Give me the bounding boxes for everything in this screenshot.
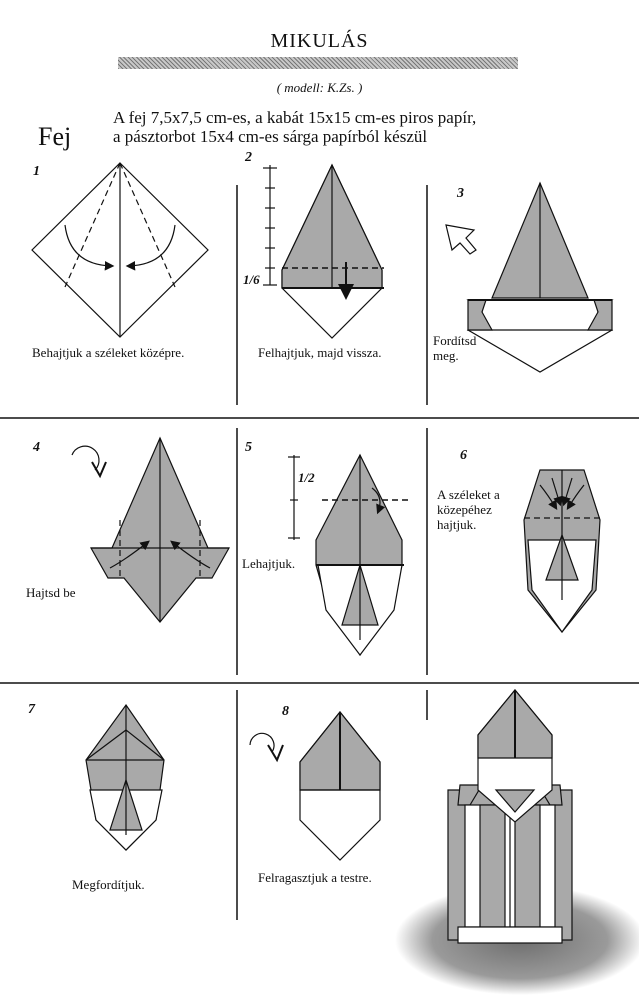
step-3-number: 3 (457, 186, 464, 201)
step-2-number: 2 (245, 150, 252, 165)
title-underline-bar (118, 57, 518, 69)
step-8-number: 8 (282, 704, 289, 719)
step-5-fraction: 1/2 (298, 470, 315, 485)
step-4-diagram (71, 436, 231, 623)
step-5-diagram (288, 453, 410, 657)
step-7-diagram (85, 703, 165, 851)
step-8-diagram (249, 711, 381, 861)
step-4-caption: Hajtsd be (26, 585, 76, 600)
step-7-number: 7 (28, 702, 35, 717)
step-3-diagram (445, 181, 614, 373)
rotate-arrow-icon (249, 732, 275, 753)
step-2-fraction: 1/6 (243, 272, 260, 287)
step-4-number: 4 (33, 440, 40, 455)
step-6-caption: A széleket a közepéhez hajtjuk. (437, 487, 500, 532)
step-2-caption: Felhajtjuk, majd vissza. (258, 345, 382, 360)
step-1-caption: Behajtjuk a széleket középre. (32, 345, 185, 360)
step-3-caption: Fordítsd meg. (433, 333, 477, 363)
step-1-diagram (31, 162, 209, 338)
step-8-caption: Felragasztjuk a testre. (258, 870, 372, 885)
step-5-number: 5 (245, 440, 252, 455)
turn-over-arrow-icon (445, 224, 477, 255)
section-label: Fej (38, 122, 72, 151)
step-6-number: 6 (460, 448, 467, 463)
author-credit: ( modell: K.Zs. ) (276, 80, 363, 95)
page-title: MIKULÁS (270, 30, 369, 52)
step-6-diagram (523, 469, 601, 634)
rotate-arrow-icon (71, 445, 100, 471)
grid-lines (0, 185, 639, 920)
materials-description: A fej 7,5x7,5 cm-es, a kabát 15x15 cm-es… (113, 108, 477, 146)
step-5-caption: Lehajtjuk. (242, 556, 296, 571)
final-santa-diagram (395, 689, 639, 995)
step-1-number: 1 (33, 164, 40, 179)
step-7-caption: Megfordítjuk. (72, 877, 145, 892)
step-2-diagram (263, 163, 384, 339)
